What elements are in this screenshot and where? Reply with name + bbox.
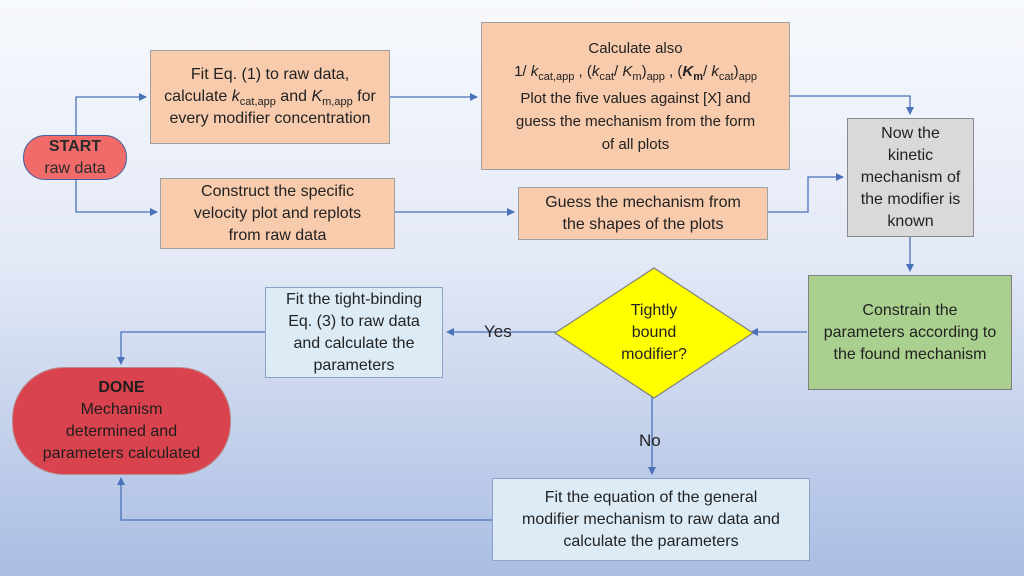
constrain-line1: Constrain the	[862, 301, 958, 319]
calc-also-formulas: 1/ kcat,app , (kcat/ Km)app , (Km/ kcat)…	[514, 62, 757, 83]
arrow-general-to-done	[117, 477, 492, 521]
decision-line3: modifier?	[621, 346, 687, 363]
fit-eq1-line2: calculate kcat,app and Km,app for	[164, 88, 376, 109]
start-node: START raw data	[23, 135, 127, 180]
done-line1: Mechanism	[80, 401, 163, 418]
start-text: raw data	[44, 159, 106, 177]
arrow-guess-to-known	[768, 173, 844, 213]
known-line3: mechanism of	[860, 168, 961, 186]
fit-eq1-box: Fit Eq. (1) to raw data, calculate kcat,…	[150, 50, 390, 144]
done-line2: determined and	[65, 423, 178, 440]
calc-also-line4: guess the mechanism from the form	[515, 112, 756, 130]
constrain-line2: parameters according to	[823, 323, 997, 341]
general-line2: modifier mechanism to raw data and	[522, 510, 780, 528]
done-node: DONE Mechanism determined and parameters…	[12, 367, 231, 475]
construct-line2: velocity plot and replots	[193, 204, 362, 222]
fit-eq1-line3: every modifier concentration	[169, 110, 371, 127]
tight-line3: and calculate the	[293, 334, 415, 352]
start-title: START	[48, 137, 102, 155]
guess-line2: the shapes of the plots	[562, 215, 724, 233]
yes-label: Yes	[484, 322, 512, 341]
calc-also-line3: Plot the five values against [X] and	[520, 89, 751, 107]
calc-also-line5: of all plots	[601, 135, 670, 153]
tight-line4: parameters	[313, 356, 395, 374]
decision-line2: bound	[631, 324, 677, 341]
calc-also-line1: Calculate also	[588, 39, 683, 57]
known-line5: known	[887, 212, 934, 230]
general-line3: calculate the parameters	[563, 532, 739, 550]
decision-line1: Tightly	[630, 302, 678, 319]
known-line1: Now the	[881, 124, 940, 142]
tight-binding-box: Fit the tight-binding Eq. (3) to raw dat…	[265, 287, 443, 378]
known-line4: the modifier is	[860, 190, 961, 208]
tight-line1: Fit the tight-binding	[285, 290, 423, 308]
arrow-start-to-fit	[75, 93, 147, 135]
calculate-also-box: Calculate also 1/ kcat,app , (kcat/ Km)a…	[481, 22, 790, 170]
done-title: DONE	[98, 379, 145, 396]
general-modifier-box: Fit the equation of the general modifier…	[492, 478, 810, 561]
constrain-parameters-box: Constrain the parameters according to th…	[808, 275, 1012, 390]
mechanism-known-box: Now the kinetic mechanism of the modifie…	[847, 118, 974, 237]
tight-line2: Eq. (3) to raw data	[288, 312, 420, 330]
arrow-tight-to-done	[117, 331, 265, 365]
guess-mechanism-box: Guess the mechanism from the shapes of t…	[518, 187, 768, 240]
construct-line3: from raw data	[228, 226, 327, 244]
known-line2: kinetic	[887, 146, 934, 164]
construct-plot-box: Construct the specific velocity plot and…	[160, 178, 395, 249]
general-line1: Fit the equation of the general	[544, 488, 758, 506]
arrow-start-to-construct	[75, 180, 158, 216]
guess-line1: Guess the mechanism from	[545, 193, 741, 211]
construct-line1: Construct the specific	[201, 182, 354, 200]
decision-diamond	[553, 267, 755, 399]
no-label: No	[639, 431, 661, 450]
fit-eq1-line1: Fit Eq. (1) to raw data,	[190, 66, 350, 83]
constrain-line3: the found mechanism	[833, 345, 987, 363]
arrow-calc-to-known	[790, 95, 914, 115]
decision-text: Tightly bound modifier?	[600, 290, 708, 376]
done-line3: parameters calculated	[42, 445, 201, 462]
